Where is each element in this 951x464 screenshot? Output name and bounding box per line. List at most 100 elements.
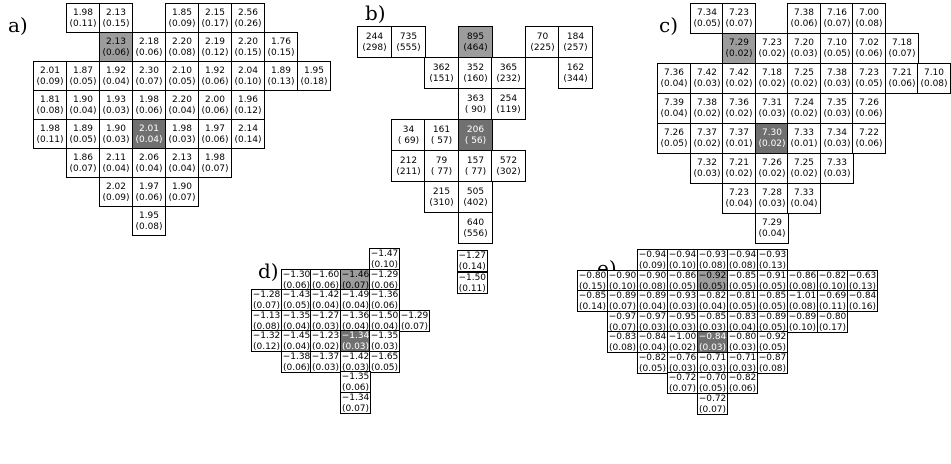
panel-e-cell: −0.87(0.08) [757, 352, 788, 374]
cell-value: −1.01 [788, 291, 817, 301]
panel-a-cell: 1.76(0.15) [264, 32, 298, 62]
cell-uncertainty: (0.06) [888, 79, 916, 89]
cell-uncertainty: (0.07) [698, 405, 727, 415]
cell-value: 7.18 [891, 38, 913, 48]
panel-b-cell: 895(464) [458, 26, 493, 58]
cell-uncertainty: (0.08) [36, 105, 64, 116]
cell-uncertainty: (0.12) [252, 342, 281, 352]
cell-uncertainty: (0.05) [758, 282, 787, 292]
panel-a-cell: 2.06(0.04) [132, 148, 166, 178]
panel-e-cell: −0.90(0.08) [637, 270, 668, 292]
panel-d-cell: −1.27(0.03) [310, 310, 341, 332]
cell-value: −1.43 [282, 290, 311, 300]
cell-value: 7.26 [761, 158, 783, 168]
cell-uncertainty: (0.11) [36, 134, 64, 145]
cell-value: −0.83 [728, 312, 757, 322]
panel-c-cell: 7.32(0.03) [690, 153, 724, 184]
cell-value: 1.98 [204, 152, 226, 163]
cell-value: −1.34 [341, 393, 370, 403]
cell-value: 7.24 [793, 98, 815, 108]
cell-uncertainty: (464) [463, 42, 488, 53]
panel-d-cell: −1.32(0.12) [251, 330, 282, 352]
panel-c-cell: 7.38(0.03) [820, 63, 854, 94]
cell-value: −0.84 [638, 332, 667, 342]
cell-value: −0.97 [608, 312, 637, 322]
cell-uncertainty: (0.11) [69, 18, 97, 29]
panel-c-cell: 7.23(0.05) [852, 63, 886, 94]
panel-b-cell: 70(225) [525, 26, 560, 58]
cell-uncertainty: (0.07) [725, 19, 753, 29]
cell-value: 7.33 [793, 128, 815, 138]
panel-a-cell: 1.98(0.06) [132, 90, 166, 120]
cell-value: −0.93 [758, 250, 787, 260]
cell-value: 640 [466, 217, 485, 228]
cell-value: 2.14 [237, 123, 259, 134]
panel-a-cell: 2.13(0.06) [99, 32, 133, 62]
cell-value: 212 [399, 155, 418, 166]
panel-a-cell: 1.92(0.04) [99, 61, 133, 91]
panel-d-cell: −1.45(0.04) [281, 330, 312, 352]
panel-e-cell: −0.85(0.05) [757, 290, 788, 312]
panel-e-cell: −0.69(0.11) [817, 290, 848, 312]
panel-a-cell: 2.02(0.09) [99, 177, 133, 207]
cell-uncertainty: (0.11) [458, 284, 486, 294]
cell-value: 161 [432, 124, 451, 135]
panel-e-cell: −0.89(0.07) [607, 290, 638, 312]
cell-uncertainty: (0.04) [102, 76, 130, 87]
cell-value: 7.22 [858, 128, 880, 138]
cell-uncertainty: (0.04) [660, 79, 688, 89]
cell-uncertainty: (0.06) [728, 384, 757, 394]
panel-d-cell: −1.36(0.06) [369, 289, 400, 311]
panel-e-cell: −0.84(0.04) [637, 331, 668, 353]
panel-c-cell: 7.33(0.04) [787, 183, 821, 214]
panel-e-cell: −0.89(0.10) [787, 311, 818, 333]
cell-uncertainty: (555) [396, 42, 421, 53]
cell-value: 7.37 [728, 128, 750, 138]
cell-uncertainty: (0.07) [252, 301, 281, 311]
cell-value: −0.80 [818, 312, 847, 322]
panel-a-cell: 2.19(0.12) [198, 32, 232, 62]
cell-value: 1.87 [72, 65, 94, 76]
cell-uncertainty: (0.13) [758, 261, 787, 271]
panel-e-cell: −0.94(0.08) [727, 249, 758, 271]
panel-e-cell: −0.85(0.05) [727, 270, 758, 292]
cell-uncertainty: (0.03) [102, 134, 130, 145]
cell-uncertainty: (0.05) [698, 282, 727, 292]
cell-value: −0.86 [668, 271, 697, 281]
cell-uncertainty: (0.10) [668, 261, 697, 271]
cell-uncertainty: (0.11) [818, 302, 847, 312]
cell-uncertainty: (0.06) [102, 47, 130, 58]
cell-value: −1.35 [370, 331, 399, 341]
cell-value: 7.25 [793, 158, 815, 168]
cell-uncertainty: (0.04) [660, 109, 688, 119]
panel-b-cell: 505(402) [458, 181, 493, 213]
cell-uncertainty: (0.03) [698, 364, 727, 374]
cell-uncertainty: (0.07) [608, 323, 637, 333]
cell-uncertainty: (0.07) [201, 163, 229, 174]
cell-value: 1.96 [237, 94, 259, 105]
panel-c-cell: 7.16(0.07) [820, 3, 854, 34]
panel-a-cell: 2.20(0.15) [231, 32, 265, 62]
cell-uncertainty: (0.04) [341, 301, 370, 311]
panel-d-cell: −1.49(0.04) [340, 289, 371, 311]
cell-value: −0.87 [758, 353, 787, 363]
cell-uncertainty: (0.17) [201, 18, 229, 29]
cell-uncertainty: (0.03) [728, 364, 757, 374]
cell-uncertainty: ( 77) [430, 166, 453, 177]
panel-a-cell: 1.98(0.07) [198, 148, 232, 178]
panel-a-cell: 2.13(0.04) [165, 148, 199, 178]
panel-e-cell: −0.85(0.14) [577, 290, 608, 312]
cell-value: −0.85 [758, 291, 787, 301]
cell-value: −1.38 [282, 352, 311, 362]
cell-uncertainty: (160) [463, 73, 488, 84]
cell-value: −0.80 [578, 271, 607, 281]
panel-c-cell: 7.26(0.06) [852, 93, 886, 124]
panel-a-cell: 1.97(0.06) [198, 119, 232, 149]
panel-a-cell: 2.18(0.06) [132, 32, 166, 62]
cell-value: 184 [566, 31, 585, 42]
panel-d-cell: −1.29(0.07) [399, 310, 430, 332]
cell-uncertainty: (0.03) [823, 79, 851, 89]
cell-uncertainty: (0.06) [370, 301, 399, 311]
cell-value: 7.35 [826, 98, 848, 108]
